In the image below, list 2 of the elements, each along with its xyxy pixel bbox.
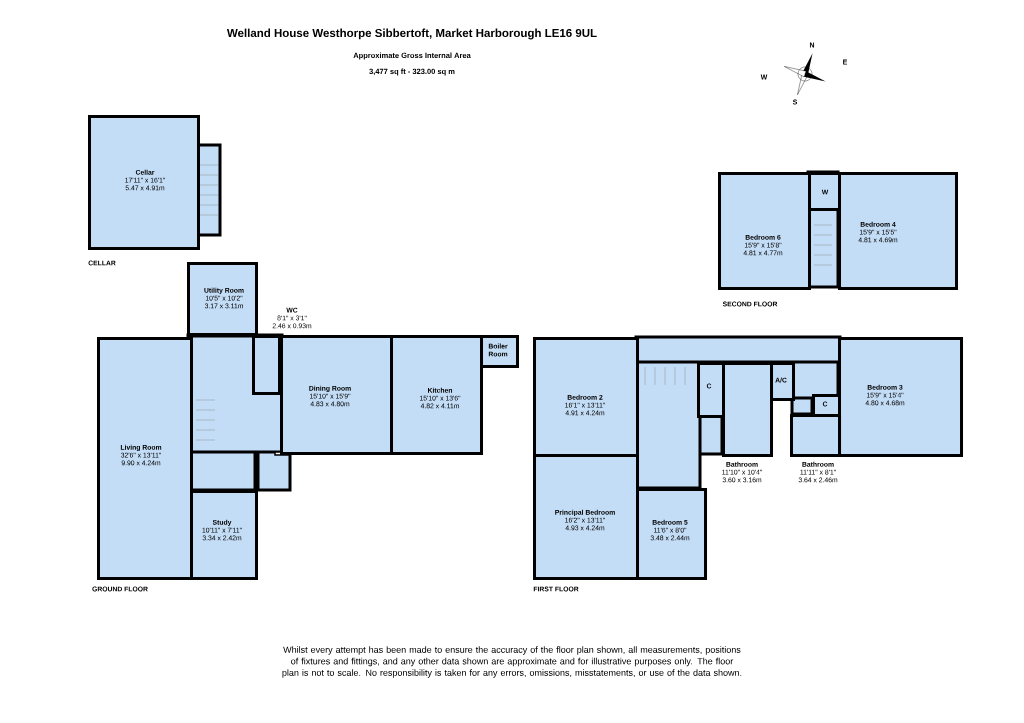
- disclaimer: Whilst every attempt has been made to ensure the accuracy of the floor plan shown, all measurements, positions of fixtures and fittings, and any other data shown are approximate and for illustrative purposes only. The floor plan is not to scale. No responsibility is taken for any errors, omissions, misstatements, or use of the data shown.: [282, 646, 742, 678]
- title: Welland House Westhorpe Sibbertoft, Market Harborough LE16 9UL: [226, 28, 597, 40]
